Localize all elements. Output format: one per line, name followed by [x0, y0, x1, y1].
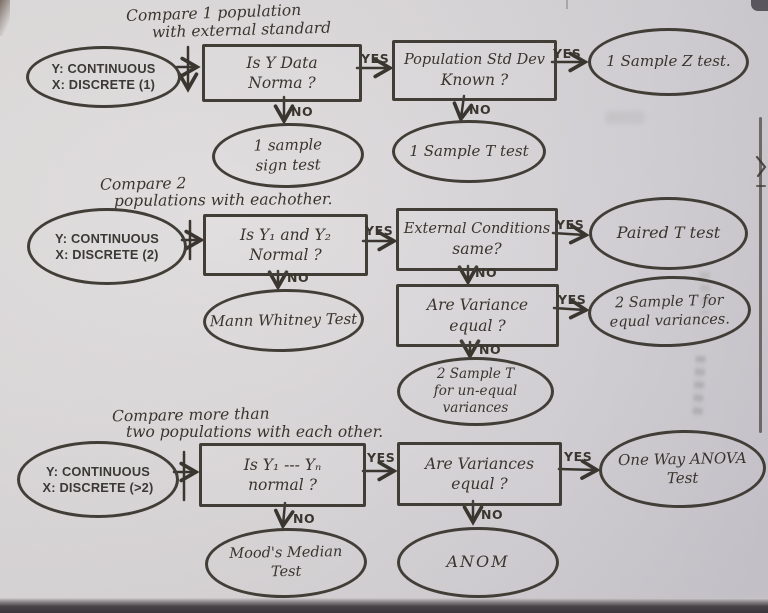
row1-yes-label-2: YES: [553, 46, 582, 61]
row2-no-label-3: NO: [479, 342, 502, 357]
stray-tick-top: [566, 0, 568, 9]
row2-yes-arrow-3: [552, 298, 590, 320]
row3-result-mood-line1: Mood's Median: [229, 544, 343, 563]
row2-question-external-conditions: External Conditions same?: [396, 208, 558, 271]
desk-edge-band: [0, 598, 768, 613]
row1-q1-line1: Is Y Data: [246, 53, 318, 72]
row3-input-oval: Y: CONTINUOUS X: DISCRETE (>2): [17, 441, 179, 518]
row1-result-z-test-oval: 1 Sample Z test.: [588, 28, 749, 96]
page-edge-line: [759, 117, 762, 433]
row1-input-oval: Y: CONTINUOUS X: DISCRETE (1): [26, 46, 181, 108]
row3-result-anova-line1: One Way ANOVA: [617, 448, 747, 469]
row2-no-label-2: NO: [475, 265, 498, 280]
row3-result-anova-line2: Test: [666, 468, 699, 488]
row3-question-variances-equal: Are Variances equal ?: [397, 442, 562, 506]
row1-result-sign-line1: 1 sample: [253, 135, 323, 155]
row1-no-label-1: NO: [291, 104, 314, 119]
row2-yes-label-3: YES: [558, 292, 587, 307]
row2-yes-label-2: YES: [556, 217, 585, 232]
row1-no-label-2: NO: [469, 102, 492, 117]
row3-question-yn-normal: Is Y₁ --- Yₙ normal ?: [199, 443, 366, 507]
row1-q2-line2: Known ?: [440, 70, 509, 89]
row2-result-unequal-line3: variances: [442, 399, 509, 416]
row1-question-data-normal: Is Y Data Norma ?: [202, 44, 362, 102]
row2-q3-line2: equal ?: [449, 316, 506, 335]
row2-yes-label-1: YES: [365, 223, 394, 238]
row1-result-t-test-oval: 1 Sample T test: [392, 120, 546, 183]
row1-q2-line1: Population Std Dev: [404, 52, 545, 68]
row3-no-label-1: NO: [293, 511, 316, 526]
row2-result-unequal-line2: for un-equal: [433, 383, 518, 400]
row3-q1-line1: Is Y₁ --- Yₙ: [243, 455, 322, 474]
row2-title-line2: populations with eachother.: [113, 190, 333, 210]
row3-input-line2: X: DISCRETE (>2): [42, 479, 154, 495]
row3-yes-label-1: YES: [367, 450, 396, 465]
row2-result-paired-t-oval: Paired T test: [589, 197, 748, 270]
row1-result-t-test: 1 Sample T test: [409, 141, 529, 160]
row2-question-y1-y2-normal: Is Y₁ and Y₂ Normal ?: [203, 214, 368, 276]
row2-result-unequal-variances-oval: 2 Sample T for un-equal variances: [397, 357, 554, 426]
row2-q3-line1: Are Variance: [426, 296, 529, 315]
row1-result-z-test: 1 Sample Z test.: [606, 52, 731, 71]
ink-bleed-smudge-1: [605, 111, 645, 124]
row1-q1-line2: Norma ?: [248, 74, 316, 92]
row3-result-mood-line2: Test: [270, 563, 302, 581]
row2-input-oval: Y: CONTINUOUS X: DISCRETE (2): [27, 208, 187, 285]
row1-input-line1: Y: CONTINUOUS: [51, 61, 156, 77]
row3-input-line1: Y: CONTINUOUS: [45, 463, 151, 479]
row1-question-stddev-known: Population Std Dev Known ?: [392, 40, 557, 101]
row2-input-line2: X: DISCRETE (2): [55, 246, 159, 262]
row1-result-sign-line2: sign test: [255, 154, 321, 175]
ink-bleed-ghost-text-2: [700, 272, 710, 314]
row2-result-unequal-line1: 2 Sample T: [436, 366, 515, 383]
corner-shadow-top-left: [0, 0, 10, 36]
row2-yes-arrow-2: [551, 223, 590, 245]
corner-mark-top-right: [751, 0, 768, 11]
row2-q2-line2: same?: [452, 239, 502, 258]
row3-title-line2: two populations with each other.: [126, 423, 384, 441]
row2-q1-line2: Normal ?: [249, 246, 322, 264]
row2-question-variance-equal: Are Variance equal ?: [396, 284, 559, 347]
row3-no-label-2: NO: [481, 507, 504, 522]
row2-result-paired: Paired T test: [616, 223, 721, 243]
row3-result-anom-oval: ANOM: [397, 527, 559, 598]
row3-yes-arrow-2: [557, 459, 601, 480]
row2-input-line1: Y: CONTINUOUS: [54, 230, 160, 246]
row3-q2-line1: Are Variances: [424, 454, 535, 473]
row3-yes-label-2: YES: [564, 449, 593, 464]
row2-no-label-1: NO: [287, 270, 310, 285]
row2-result-equal-line2: equal variances.: [609, 310, 731, 331]
row3-result-anom: ANOM: [446, 552, 510, 572]
row1-input-line2: X: DISCRETE (1): [51, 77, 156, 92]
row2-result-mann: Mann Whitney Test: [209, 309, 358, 331]
row2-q2-line1: External Conditions: [403, 221, 551, 237]
row3-q2-line2: equal ?: [451, 475, 508, 493]
row2-q1-line1: Is Y₁ and Y₂: [240, 225, 331, 244]
row1-yes-label-1: YES: [361, 51, 390, 66]
row3-q1-line2: normal ?: [248, 476, 317, 494]
stray-mark-chevron: [755, 155, 767, 178]
